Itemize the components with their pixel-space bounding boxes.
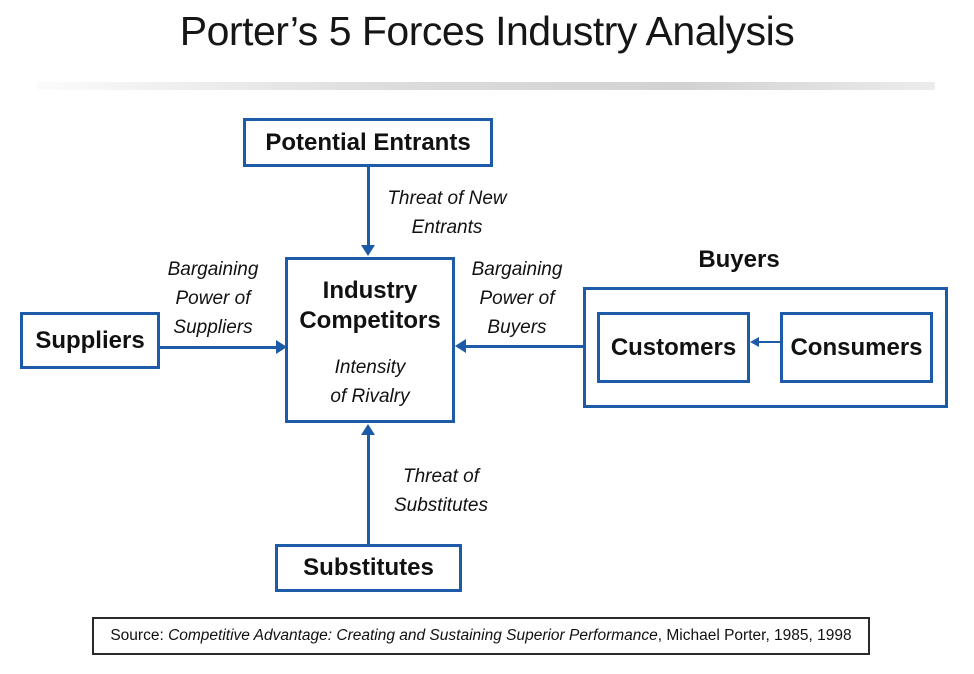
industry-competitors-box: Industry Competitors Intensity of Rivalr… — [285, 257, 455, 423]
bargaining-buyers-arrow-line — [466, 345, 583, 348]
title-divider — [37, 82, 935, 90]
left-arrow-icon — [750, 337, 759, 347]
down-arrow-icon — [361, 245, 375, 256]
suppliers-box: Suppliers — [20, 312, 160, 369]
customers-label: Customers — [610, 333, 737, 361]
substitutes-label: Substitutes — [303, 554, 434, 581]
threat-substitutes-arrow-line — [367, 434, 370, 544]
intensity-of-rivalry-label: Intensity of Rivalry — [330, 357, 410, 407]
bargaining-power-buyers-label: Bargaining Power of Buyers — [471, 259, 563, 338]
left-arrow-icon — [455, 339, 466, 353]
substitutes-box: Substitutes — [275, 544, 462, 592]
industry-competitors-title: Industry Competitors — [299, 277, 441, 334]
source-prefix: Source: — [110, 627, 169, 644]
potential-entrants-label: Potential Entrants — [265, 128, 471, 156]
up-arrow-icon — [361, 424, 375, 435]
potential-entrants-box: Potential Entrants — [243, 118, 493, 167]
threat-substitutes-label: Threat of Substitutes — [394, 466, 488, 516]
threat-new-entrants-label: Threat of New Entrants — [387, 188, 507, 238]
source-citation: Source: Competitive Advantage: Creating … — [92, 617, 870, 655]
source-suffix: , Michael Porter, 1985, 1998 — [657, 627, 852, 644]
source-work-title: Competitive Advantage: Creating and Sust… — [168, 627, 658, 644]
buyers-group-label: Buyers — [698, 246, 780, 273]
customers-box: Customers — [597, 312, 750, 383]
consumers-box: Consumers — [780, 312, 933, 383]
bargaining-suppliers-arrow-line — [160, 346, 276, 349]
right-arrow-icon — [276, 340, 287, 354]
threat-new-entrants-arrow-line — [367, 166, 370, 246]
page-title: Porter’s 5 Forces Industry Analysis — [179, 8, 795, 54]
suppliers-label: Suppliers — [35, 326, 145, 354]
consumers-to-customers-arrow-line — [759, 341, 780, 343]
consumers-label: Consumers — [790, 333, 923, 361]
bargaining-power-suppliers-label: Bargaining Power of Suppliers — [167, 259, 259, 338]
